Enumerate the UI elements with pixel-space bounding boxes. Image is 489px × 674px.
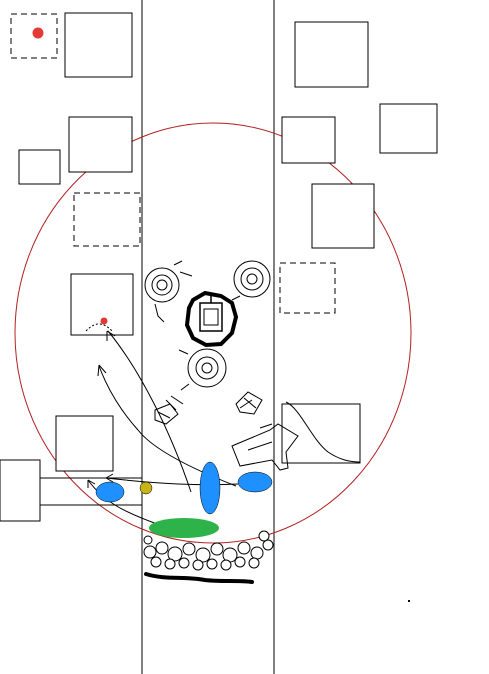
building (18, 149, 61, 185)
crater-icon (144, 260, 193, 323)
building (281, 403, 361, 464)
building-outline-dashed (73, 192, 141, 247)
engagement-radius-circle (14, 122, 412, 544)
building-outline-dashed (279, 262, 336, 314)
movement-arrow (107, 330, 192, 493)
objective-marker (32, 27, 44, 39)
wreck-icon (235, 391, 263, 415)
infantry-marker (95, 481, 125, 503)
terrain-curve (285, 401, 361, 463)
stray-dot (408, 600, 410, 602)
tank-icon (184, 290, 239, 348)
cover-zone (149, 518, 219, 538)
building-outline-dashed (281, 403, 361, 464)
trench-line (144, 572, 254, 584)
infantry-marker (199, 461, 221, 515)
movement-arrow (105, 477, 239, 486)
movement-arrow (87, 479, 158, 525)
rubble-icon (143, 530, 274, 571)
building (64, 12, 133, 78)
commander-marker (139, 481, 153, 495)
building (281, 116, 336, 164)
road (141, 0, 275, 674)
building-outline-dashed (10, 13, 58, 59)
building (70, 273, 134, 336)
buildings (0, 12, 438, 522)
building (55, 415, 114, 472)
wreck-icon (154, 395, 184, 425)
wreck-icon (231, 423, 299, 471)
side-street (40, 477, 142, 506)
building (294, 21, 369, 88)
objective-marker (100, 317, 108, 325)
building (379, 103, 438, 154)
building (0, 459, 41, 522)
building (311, 183, 375, 249)
infantry-marker (237, 471, 273, 493)
crater-icon (231, 260, 271, 301)
crater-icon (178, 348, 227, 391)
building (68, 116, 133, 173)
dashed-buildings (10, 13, 361, 464)
